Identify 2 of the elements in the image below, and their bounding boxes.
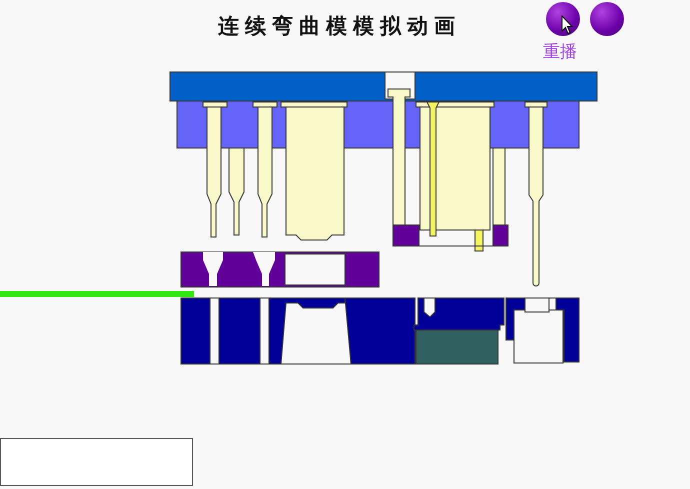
- diagram-title: 连续弯曲模模拟动画: [218, 13, 461, 40]
- button-caption: 重播: [543, 41, 577, 63]
